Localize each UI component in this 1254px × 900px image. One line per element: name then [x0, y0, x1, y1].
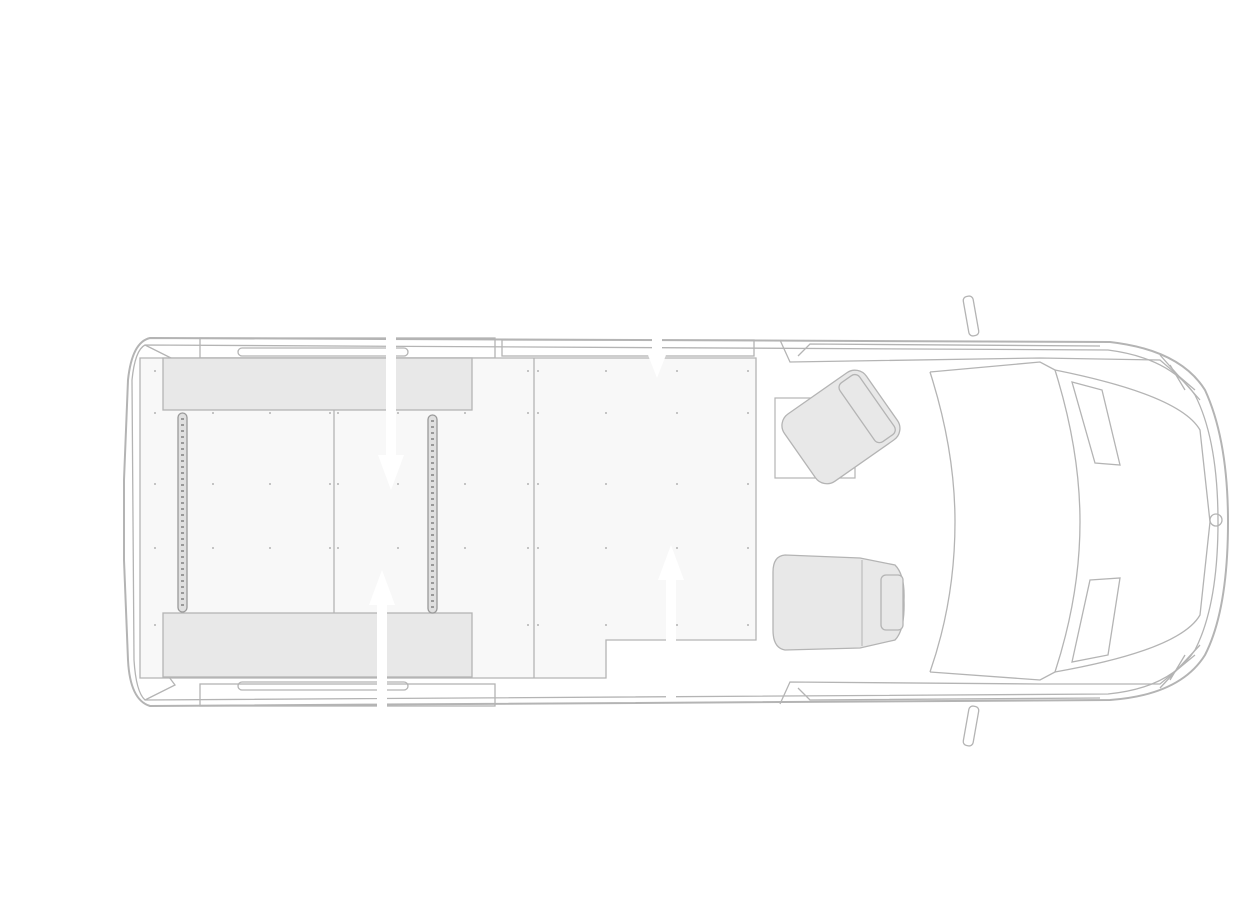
tie-down-dot: [537, 547, 539, 549]
tie-down-dot: [605, 412, 607, 414]
tie-down-dot: [269, 412, 271, 414]
tie-down-dot: [212, 412, 214, 414]
tie-down-dot: [605, 547, 607, 549]
tie-down-dot: [605, 370, 607, 372]
van-body-outline: [123, 336, 1230, 708]
tie-down-dot: [747, 412, 749, 414]
tie-down-dot: [464, 547, 466, 549]
tie-down-dot: [329, 412, 331, 414]
tie-down-dot: [212, 483, 214, 485]
tie-down-dot: [154, 370, 156, 372]
arrow-up-icon: [658, 545, 684, 700]
tie-down-dot: [337, 547, 339, 549]
tie-down-dot: [337, 412, 339, 414]
bench-top: [162, 357, 473, 411]
tie-down-dot: [537, 624, 539, 626]
tie-down-dot: [747, 370, 749, 372]
tie-down-dot: [527, 624, 529, 626]
tie-down-dot: [605, 624, 607, 626]
tie-down-dot: [747, 483, 749, 485]
tie-down-dot: [537, 412, 539, 414]
tie-down-dot: [527, 547, 529, 549]
seat-rail-left: [177, 412, 188, 613]
tie-down-dot: [676, 412, 678, 414]
tie-down-dot: [337, 483, 339, 485]
tie-down-dot: [464, 412, 466, 414]
tie-down-dot: [154, 412, 156, 414]
tie-down-dot: [269, 483, 271, 485]
tie-down-dot: [676, 547, 678, 549]
tie-down-dot: [676, 370, 678, 372]
tie-down-dot: [676, 624, 678, 626]
tie-down-dot: [269, 547, 271, 549]
tie-down-dot: [747, 547, 749, 549]
tie-down-dot: [154, 547, 156, 549]
tie-down-dot: [676, 483, 678, 485]
tie-down-dot: [747, 624, 749, 626]
tie-down-dot: [397, 483, 399, 485]
tie-down-dot: [397, 547, 399, 549]
arrow-up-icon: [369, 570, 395, 712]
seat-rail-right: [427, 414, 438, 614]
tie-down-dot: [397, 412, 399, 414]
tie-down-dot: [537, 483, 539, 485]
passenger-seat: [772, 554, 905, 651]
tie-down-dot: [329, 483, 331, 485]
tie-down-dot: [212, 547, 214, 549]
tie-down-dot: [154, 483, 156, 485]
arrow-down-icon: [378, 330, 404, 490]
left-mirror: [962, 295, 980, 337]
tie-down-dot: [154, 624, 156, 626]
windshield-wiper-top: [1071, 381, 1121, 466]
tie-down-dot: [464, 483, 466, 485]
tie-down-dot: [537, 370, 539, 372]
windshield-wiper-bottom: [1071, 577, 1121, 663]
tie-down-dot: [527, 483, 529, 485]
tie-down-dot: [527, 412, 529, 414]
arrow-down-icon: [648, 330, 666, 378]
tie-down-dot: [527, 370, 529, 372]
bench-bottom: [162, 612, 473, 678]
driver-seat: [781, 369, 901, 485]
tie-down-dot: [329, 547, 331, 549]
right-mirror: [962, 705, 980, 747]
tie-down-dot: [605, 483, 607, 485]
cargo-floor: [139, 357, 757, 679]
